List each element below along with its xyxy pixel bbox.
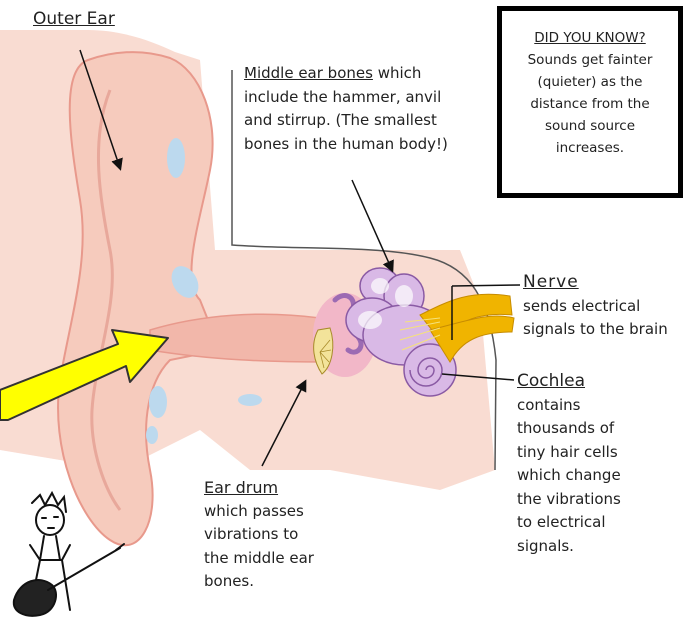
ear-drum-line-4: bones.: [204, 570, 364, 594]
cochlea-line-6: to electrical: [517, 511, 677, 535]
did-you-know-box: DID YOU KNOW? Sounds get fainter (quiete…: [497, 6, 683, 198]
nerve-label: Nerve sends electrical signals to the br…: [523, 271, 693, 342]
cochlea-label: Cochlea contains thousands of tiny hair …: [517, 370, 677, 558]
ear-drum-line-1: which passes: [204, 500, 364, 524]
nerve-title: Nerve: [523, 271, 693, 295]
cartilage-6: [238, 394, 262, 406]
middle-ear-line-2: include the hammer, anvil: [244, 86, 484, 110]
nerve-line-1: sends electrical: [523, 295, 693, 319]
middle-ear-line-3: and stirrup. (The smallest: [244, 109, 484, 133]
cochlea-line-4: which change: [517, 464, 677, 488]
cochlea-line-1: contains: [517, 394, 677, 418]
cartilage-4: [149, 386, 167, 418]
middle-ear-line-4: bones in the human body!): [244, 133, 484, 157]
cochlea-line-3: tiny hair cells: [517, 441, 677, 465]
pinna: [58, 52, 220, 545]
outer-ear-title: Outer Ear: [33, 8, 115, 30]
did-you-know-line-5: increases.: [502, 137, 678, 159]
did-you-know-line-2: (quieter) as the: [502, 71, 678, 93]
middle-ear-line-1: which: [373, 64, 421, 82]
cartilage-1: [167, 138, 185, 178]
ear-drum-line-3: the middle ear: [204, 547, 364, 571]
outer-ear-title-text: Outer Ear: [33, 9, 115, 29]
cochlea-line-7: signals.: [517, 535, 677, 559]
nerve-pointer: [452, 285, 520, 286]
ear-drum-title: Ear drum: [204, 476, 364, 500]
nerve-line-2: signals to the brain: [523, 318, 693, 342]
middle-ear-title: Middle ear bones: [244, 64, 373, 82]
ear-drum-line-2: vibrations to: [204, 523, 364, 547]
middle-ear-label: Middle ear bones which include the hamme…: [244, 62, 484, 156]
did-you-know-line-1: Sounds get fainter: [502, 49, 678, 71]
did-you-know-line-3: distance from the: [502, 93, 678, 115]
ear-drum-label: Ear drum which passes vibrations to the …: [204, 476, 364, 594]
did-you-know-line-4: sound source: [502, 115, 678, 137]
cochlea-title: Cochlea: [517, 370, 677, 394]
cartilage-5: [146, 426, 158, 444]
cochlea-line-5: the vibrations: [517, 488, 677, 512]
did-you-know-title: DID YOU KNOW?: [502, 27, 678, 49]
cochlea-line-2: thousands of: [517, 417, 677, 441]
